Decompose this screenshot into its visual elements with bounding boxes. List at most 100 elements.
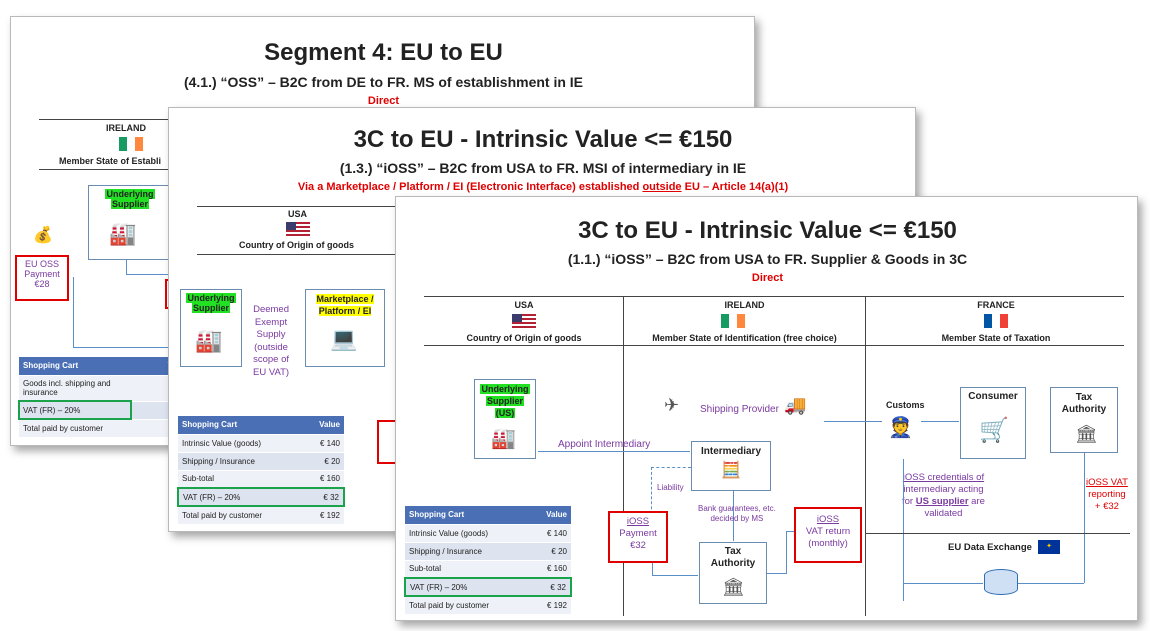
slide2-marketplace-box: Marketplace /Platform / EI 💻 xyxy=(305,289,385,367)
cart-label: VAT (FR) – 20% xyxy=(404,577,521,597)
liability-dashed-line xyxy=(651,467,691,468)
tax-authority-label: Tax xyxy=(724,546,742,557)
vat-return-arrow xyxy=(767,573,787,574)
cart-value: € 140 xyxy=(521,524,571,543)
airplane-icon: ✈ xyxy=(664,395,680,415)
cart-label: Total paid by customer xyxy=(405,596,521,615)
intermediary-tax-link xyxy=(733,491,734,541)
slide2-subtitle: (1.3.) “iOSS” – B2C from USA to FR. MSI … xyxy=(339,160,747,176)
divider xyxy=(424,296,1124,297)
ioss-payment-line: iOSS xyxy=(626,516,650,527)
slide1-direct: Direct xyxy=(367,95,400,107)
supplier-label: Supplier xyxy=(485,396,524,406)
divider xyxy=(197,206,397,207)
slide2-country-sub: Country of Origin of goods xyxy=(239,240,354,250)
supplier-label: Underlying xyxy=(186,293,236,303)
payment-line: Payment xyxy=(24,269,60,279)
cart-label: Sub-total xyxy=(178,470,294,489)
cart-value: € 140 xyxy=(294,434,344,453)
usa-flag-icon xyxy=(512,314,536,328)
cart-header: Value xyxy=(294,416,344,435)
database-link xyxy=(1018,583,1084,584)
government-building-icon: 🏛 xyxy=(1075,424,1098,444)
column-divider xyxy=(623,296,624,616)
divider xyxy=(197,254,397,255)
usa-flag-icon xyxy=(286,222,310,236)
divider xyxy=(865,533,1130,534)
appoint-arrow xyxy=(538,451,690,452)
connector xyxy=(126,260,127,274)
cart-label: VAT (FR) – 20% xyxy=(177,487,294,507)
col-usa-country: USA xyxy=(514,300,534,310)
divider xyxy=(424,345,1124,346)
cart-header: Shopping Cart xyxy=(405,506,521,525)
supplier-label: Underlying xyxy=(480,384,530,394)
cart-value: € 32 xyxy=(294,487,345,507)
intermediary-box: Intermediary 🧮 xyxy=(691,441,771,491)
tax-authority-label: Authority xyxy=(1061,404,1107,415)
supplier-label: (US) xyxy=(494,408,516,418)
france-flag-icon xyxy=(984,314,1008,328)
factory-icon: 🏭 xyxy=(195,328,223,353)
cart-label: Total paid by customer xyxy=(19,419,131,438)
cart-header: Value xyxy=(521,506,571,525)
vat-return-arrow xyxy=(786,531,787,573)
marketplace-label: Platform / EI xyxy=(318,306,372,316)
cart-label: Shipping / Insurance xyxy=(405,542,521,561)
consumer-box: Consumer 🛒 xyxy=(960,387,1026,459)
col-france-country: FRANCE xyxy=(977,300,1015,310)
cart-label: Shipping / Insurance xyxy=(178,452,294,471)
col-ireland-country: IRELAND xyxy=(724,300,765,310)
cart-value: € 20 xyxy=(294,452,344,471)
liability-label: Liability xyxy=(657,483,684,492)
cart-value: € 20 xyxy=(521,542,571,561)
tax-authority-label: Authority xyxy=(710,558,756,569)
column-divider xyxy=(865,296,866,616)
customs-consumer-arrow xyxy=(921,421,959,422)
vat-return-line: (monthly) xyxy=(808,538,848,549)
ioss-payment-box: iOSS Payment €32 xyxy=(608,511,668,563)
cart-value: € 192 xyxy=(294,506,344,525)
slide3-title: 3C to EU - Intrinsic Value <= €150 xyxy=(578,217,957,244)
factory-icon: 🏭 xyxy=(109,221,137,246)
connector xyxy=(126,274,186,275)
intermediary-label: Intermediary xyxy=(700,446,762,457)
money-hand-icon: 💰 xyxy=(33,227,53,244)
shipping-provider-label: Shipping Provider xyxy=(700,404,779,415)
cart-label: Sub-total xyxy=(405,560,521,579)
credentials-note: iOSS credentials of intermediary acting … xyxy=(902,472,985,519)
customs-officer-icon: 👮 xyxy=(888,417,913,439)
cart-value: € 160 xyxy=(294,470,344,489)
payment-arrow xyxy=(652,563,653,575)
cart-value: € 32 xyxy=(521,577,572,597)
vat-return-box: iOSS VAT return (monthly) xyxy=(794,507,862,563)
ireland-flag-icon xyxy=(119,137,143,151)
customs-label: Customs xyxy=(886,400,925,410)
slide2-country: USA xyxy=(288,209,308,219)
ireland-flag-icon xyxy=(721,314,745,328)
cart-header: Shopping Cart xyxy=(178,416,294,435)
tax-authority-label: Tax xyxy=(1075,392,1093,403)
col-usa-sub: Country of Origin of goods xyxy=(466,333,582,343)
cart-label: VAT (FR) – 20% xyxy=(18,400,132,420)
divider xyxy=(39,119,179,120)
fr-tax-link xyxy=(1084,453,1085,583)
shopping-cart-person-icon: 🛒 xyxy=(979,417,1009,444)
cart-label: Intrinsic Value (goods) xyxy=(178,434,294,453)
appoint-intermediary-label: Appoint Intermediary xyxy=(558,439,651,450)
cart-value: € 192 xyxy=(521,596,571,615)
customs-link xyxy=(903,459,904,601)
cart-value: € 160 xyxy=(521,560,571,579)
cart-header: Shopping Cart xyxy=(19,357,131,376)
vat-return-line: VAT return xyxy=(805,526,851,537)
cart-label: Goods incl. shipping and insurance xyxy=(19,375,131,402)
consumer-label: Consumer xyxy=(968,391,1018,402)
